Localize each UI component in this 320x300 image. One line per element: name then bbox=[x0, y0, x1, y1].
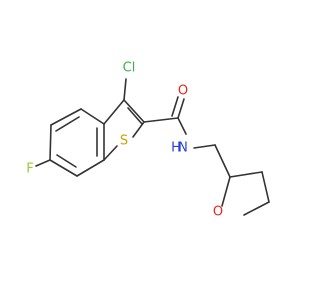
bond bbox=[261, 171, 270, 203]
bond bbox=[76, 159, 105, 177]
hydrogen-label: H bbox=[171, 141, 181, 156]
bond bbox=[143, 117, 179, 123]
bond bbox=[35, 159, 51, 167]
bond bbox=[171, 96, 179, 117]
bond bbox=[214, 144, 231, 178]
sulfur-label: S bbox=[120, 134, 128, 149]
carbonyl-oxygen-label: O bbox=[178, 84, 188, 99]
bond bbox=[103, 99, 125, 125]
bond bbox=[229, 171, 263, 178]
atom-labels: Cl F S O N H O bbox=[26, 61, 223, 220]
bond bbox=[132, 121, 145, 138]
bond bbox=[193, 144, 216, 149]
bond bbox=[50, 108, 82, 126]
nitrogen-label: N bbox=[178, 141, 188, 156]
bond bbox=[221, 176, 231, 207]
structure-canvas: Cl F S O N H O bbox=[26, 60, 270, 220]
bond bbox=[49, 124, 52, 161]
bond bbox=[123, 78, 127, 101]
bond bbox=[56, 154, 77, 168]
molecule-diagram: Cl F S O N H O bbox=[26, 61, 270, 220]
bond bbox=[243, 201, 270, 216]
bond bbox=[123, 99, 145, 123]
ring-oxygen-label: O bbox=[213, 205, 223, 220]
bond bbox=[103, 145, 118, 161]
bond bbox=[49, 159, 78, 177]
chlorine-label: Cl bbox=[123, 61, 136, 76]
bond bbox=[177, 98, 185, 119]
bond bbox=[80, 108, 105, 125]
fluorine-label: F bbox=[26, 162, 33, 177]
bond bbox=[55, 116, 80, 132]
bond bbox=[127, 107, 143, 125]
bond bbox=[177, 117, 187, 135]
bonds bbox=[35, 78, 270, 216]
